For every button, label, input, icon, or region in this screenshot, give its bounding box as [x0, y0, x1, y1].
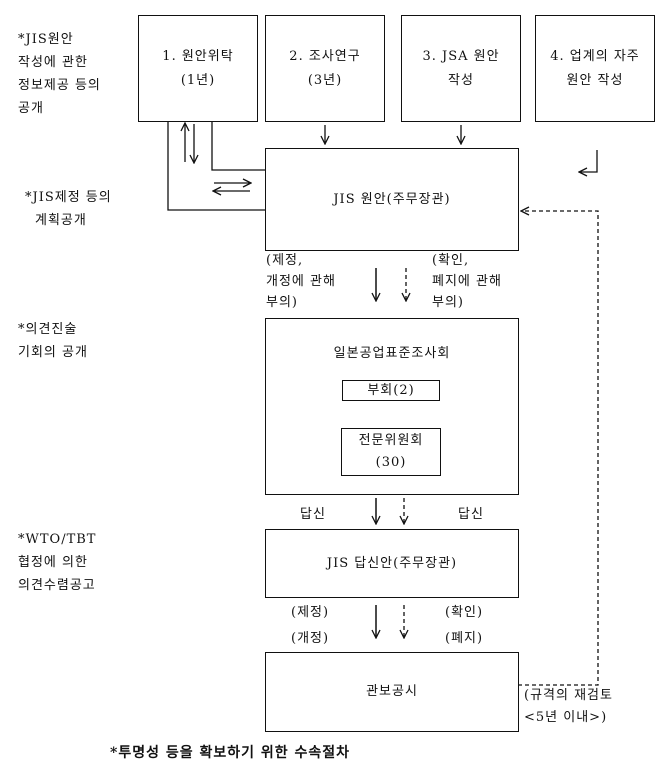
- side-note-opinion-opportunity: *의견진술 기회의 공개: [18, 318, 88, 364]
- side-note-line: 기회의 공개: [18, 345, 88, 360]
- label-line: <5년 이내>): [524, 710, 608, 725]
- label-line: 폐지에 관해: [432, 274, 502, 289]
- box-line: (3년): [307, 72, 343, 88]
- box-title: 부회(2): [367, 382, 415, 398]
- box-subcommittee: 부회(2): [342, 380, 440, 401]
- label-line: (제정,: [266, 253, 304, 268]
- label-reply-left: 답신: [300, 507, 326, 522]
- side-note-line: 정보제공 등의: [18, 78, 101, 93]
- connector-draft-to-box1: [167, 122, 265, 211]
- label-enact-revise-deliberation: (제정, 개정에 관해 부의): [266, 250, 336, 313]
- label-reply-right: 답신: [458, 507, 484, 522]
- box-jis-draft: JIS 원안(주무장관): [265, 148, 519, 251]
- box-research: 2. 조사연구 (3년): [265, 15, 385, 122]
- label-line: (확인,: [432, 253, 470, 268]
- label-line: 부의): [432, 295, 464, 310]
- side-note-line: 의견수렴공고: [18, 578, 96, 593]
- label-confirm: (확인): [445, 605, 484, 620]
- box-line: (1년): [180, 72, 216, 88]
- side-note-line: *의견진술: [18, 322, 78, 337]
- side-note-plan-disclosure: *JIS제정 등의 계획공개: [25, 186, 112, 232]
- label-line: 개정에 관해: [266, 274, 336, 289]
- side-note-line: 공개: [18, 101, 44, 116]
- label-line: (규격의 재검토: [524, 688, 613, 703]
- box-gazette: 관보공시: [265, 652, 519, 732]
- side-note-line: 계획공개: [35, 213, 87, 228]
- box-jis-reply-draft: JIS 답신안(주무장관): [265, 529, 519, 598]
- box-industry-draft: 4. 업계의 자주 원안 작성: [535, 15, 655, 122]
- box-line: 4. 업계의 자주: [550, 48, 640, 64]
- box-line: 1. 원안위탁: [162, 48, 234, 64]
- label-line: 부의): [266, 295, 298, 310]
- side-note-line: *JIS원안: [18, 32, 74, 47]
- box-expert-committee: 전문위원회 (30): [341, 428, 441, 476]
- arrow-box4-hook: [580, 150, 598, 172]
- label-revise: (개정): [291, 631, 330, 646]
- side-note-line: *WTO/TBT: [18, 532, 97, 547]
- connector-box1-to-draft: [211, 122, 265, 171]
- box-line: 작성: [448, 72, 474, 88]
- label-review: (규격의 재검토 <5년 이내>): [524, 685, 613, 729]
- arrow-review-loop: [518, 211, 599, 686]
- box-title: JIS 원안(주무장관): [333, 191, 451, 207]
- box-line: (30): [375, 455, 407, 470]
- side-note-line: 협정에 의한: [18, 555, 88, 570]
- box-line: 2. 조사연구: [289, 48, 361, 64]
- box-jsa-draft: 3. JSA 원안 작성: [401, 15, 521, 122]
- box-line: 3. JSA 원안: [422, 48, 500, 64]
- box-title: 관보공시: [366, 684, 418, 699]
- diagram-caption: *투명성 등을 확보하기 위한 수속절차: [110, 745, 351, 761]
- side-note-line: *JIS제정 등의: [25, 190, 112, 205]
- side-note-wto-tbt: *WTO/TBT 협정에 의한 의견수렴공고: [18, 528, 96, 597]
- label-enact: (제정): [291, 605, 330, 620]
- side-note-line: 작성에 관한: [18, 55, 88, 70]
- box-draft-commission: 1. 원안위탁 (1년): [138, 15, 258, 122]
- label-confirm-abolish-deliberation: (확인, 폐지에 관해 부의): [432, 250, 502, 313]
- box-line: 전문위원회: [358, 433, 424, 448]
- side-note-info-disclosure: *JIS원안 작성에 관한 정보제공 등의 공개: [18, 28, 101, 120]
- box-title: JIS 답신안(주무장관): [326, 555, 458, 571]
- box-title: 일본공업표준조사회: [333, 346, 451, 361]
- label-abolish: (폐지): [445, 631, 484, 646]
- box-line: 원안 작성: [566, 72, 624, 88]
